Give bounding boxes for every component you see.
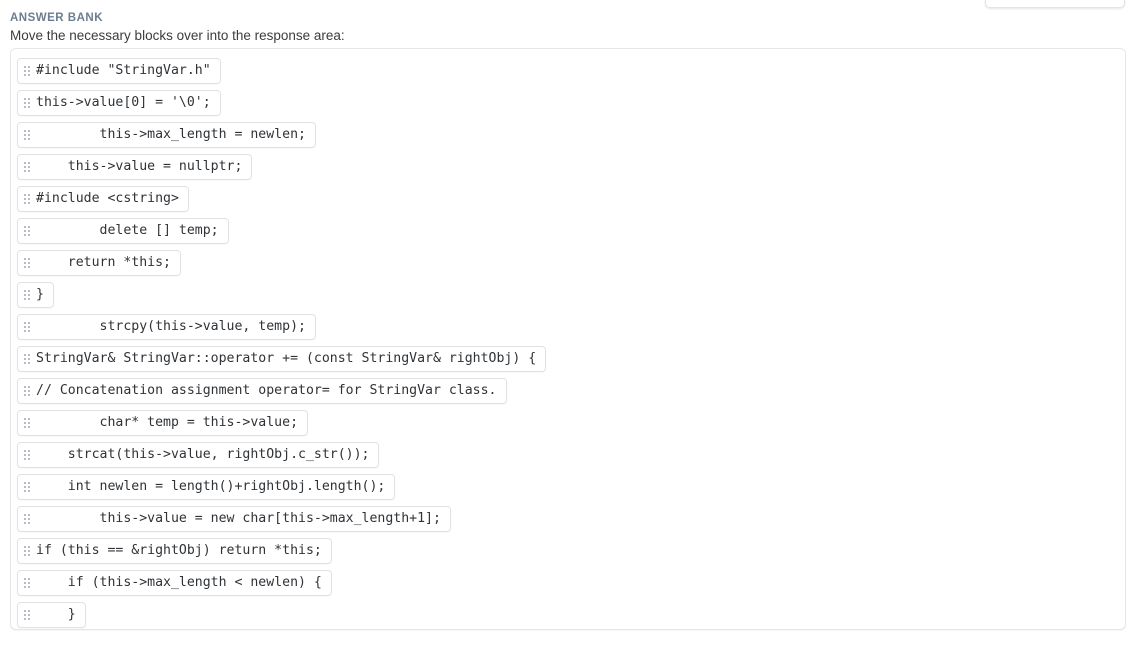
code-block-text: }: [36, 607, 76, 623]
code-block-text: }: [36, 287, 44, 303]
code-block-text: this->max_length = newlen;: [36, 127, 306, 143]
drag-handle-icon[interactable]: [24, 449, 31, 461]
draggable-code-block[interactable]: this->value = nullptr;: [17, 154, 253, 180]
draggable-code-block[interactable]: #include "StringVar.h": [17, 58, 221, 84]
drag-handle-icon[interactable]: [24, 97, 31, 109]
answer-block-list: #include "StringVar.h" this->value[0] = '…: [11, 55, 1125, 629]
code-block-text: this->value[0] = '\0';: [36, 95, 211, 111]
draggable-code-block[interactable]: return *this;: [17, 250, 181, 276]
draggable-code-block[interactable]: strcpy(this->value, temp);: [17, 314, 316, 340]
answer-bank-label: ANSWER BANK: [10, 12, 104, 24]
draggable-code-block[interactable]: this->value = new char[this->max_length+…: [17, 506, 451, 532]
code-block-text: char* temp = this->value;: [36, 415, 299, 431]
answer-block-row: this->value = nullptr;: [11, 151, 1125, 183]
draggable-code-block[interactable]: }: [17, 602, 86, 628]
code-block-text: // Concatenation assignment operator= fo…: [36, 383, 497, 399]
draggable-code-block[interactable]: this->value[0] = '\0';: [17, 90, 221, 116]
draggable-code-block[interactable]: strcat(this->value, rightObj.c_str());: [17, 442, 380, 468]
answer-block-row: strcpy(this->value, temp);: [11, 311, 1125, 343]
answer-block-row: if (this == &rightObj) return *this;: [11, 535, 1125, 567]
answer-block-row: }: [11, 279, 1125, 311]
answer-bank-instruction: Move the necessary blocks over into the …: [10, 28, 345, 43]
answer-block-row: this->value = new char[this->max_length+…: [11, 503, 1125, 535]
code-block-text: int newlen = length()+rightObj.length();: [36, 479, 386, 495]
drag-handle-icon[interactable]: [24, 513, 31, 525]
draggable-code-block[interactable]: if (this == &rightObj) return *this;: [17, 538, 332, 564]
answer-block-row: strcat(this->value, rightObj.c_str());: [11, 439, 1125, 471]
code-block-text: StringVar& StringVar::operator += (const…: [36, 351, 537, 367]
drag-handle-icon[interactable]: [24, 481, 31, 493]
code-block-text: delete [] temp;: [36, 223, 219, 239]
drag-handle-icon[interactable]: [24, 289, 31, 301]
answer-block-row: return *this;: [11, 247, 1125, 279]
drag-handle-icon[interactable]: [24, 225, 31, 237]
code-block-text: #include <cstring>: [36, 191, 179, 207]
answer-block-row: delete [] temp;: [11, 215, 1125, 247]
draggable-code-block[interactable]: StringVar& StringVar::operator += (const…: [17, 346, 547, 372]
draggable-code-block[interactable]: if (this->max_length < newlen) {: [17, 570, 332, 596]
answer-block-row: int newlen = length()+rightObj.length();: [11, 471, 1125, 503]
draggable-code-block[interactable]: }: [17, 282, 54, 308]
drag-handle-icon[interactable]: [24, 385, 31, 397]
drag-handle-icon[interactable]: [24, 353, 31, 365]
drag-handle-icon[interactable]: [24, 609, 31, 621]
draggable-code-block[interactable]: char* temp = this->value;: [17, 410, 309, 436]
answer-bank-container: #include "StringVar.h" this->value[0] = '…: [10, 48, 1126, 630]
answer-block-row: this->max_length = newlen;: [11, 119, 1125, 151]
answer-block-row: #include "StringVar.h": [11, 55, 1125, 87]
drag-handle-icon[interactable]: [24, 161, 31, 173]
draggable-code-block[interactable]: #include <cstring>: [17, 186, 189, 212]
code-block-text: strcpy(this->value, temp);: [36, 319, 306, 335]
drag-handle-icon[interactable]: [24, 193, 31, 205]
answer-block-row: #include <cstring>: [11, 183, 1125, 215]
code-block-text: strcat(this->value, rightObj.c_str());: [36, 447, 370, 463]
drag-handle-icon[interactable]: [24, 65, 31, 77]
answer-block-row: this->value[0] = '\0';: [11, 87, 1125, 119]
code-block-text: if (this == &rightObj) return *this;: [36, 543, 322, 559]
code-block-text: this->value = new char[this->max_length+…: [36, 511, 441, 527]
drag-handle-icon[interactable]: [24, 321, 31, 333]
code-block-text: if (this->max_length < newlen) {: [36, 575, 322, 591]
draggable-code-block[interactable]: int newlen = length()+rightObj.length();: [17, 474, 396, 500]
drag-handle-icon[interactable]: [24, 577, 31, 589]
cut-off-card[interactable]: [985, 0, 1125, 8]
answer-block-row: }: [11, 599, 1125, 629]
drag-handle-icon[interactable]: [24, 257, 31, 269]
answer-block-row: // Concatenation assignment operator= fo…: [11, 375, 1125, 407]
drag-handle-icon[interactable]: [24, 417, 31, 429]
draggable-code-block[interactable]: this->max_length = newlen;: [17, 122, 316, 148]
code-block-text: this->value = nullptr;: [36, 159, 243, 175]
answer-block-row: if (this->max_length < newlen) {: [11, 567, 1125, 599]
answer-block-row: StringVar& StringVar::operator += (const…: [11, 343, 1125, 375]
code-block-text: return *this;: [36, 255, 171, 271]
draggable-code-block[interactable]: delete [] temp;: [17, 218, 229, 244]
drag-handle-icon[interactable]: [24, 545, 31, 557]
drag-handle-icon[interactable]: [24, 129, 31, 141]
code-block-text: #include "StringVar.h": [36, 63, 211, 79]
answer-block-row: char* temp = this->value;: [11, 407, 1125, 439]
draggable-code-block[interactable]: // Concatenation assignment operator= fo…: [17, 378, 507, 404]
